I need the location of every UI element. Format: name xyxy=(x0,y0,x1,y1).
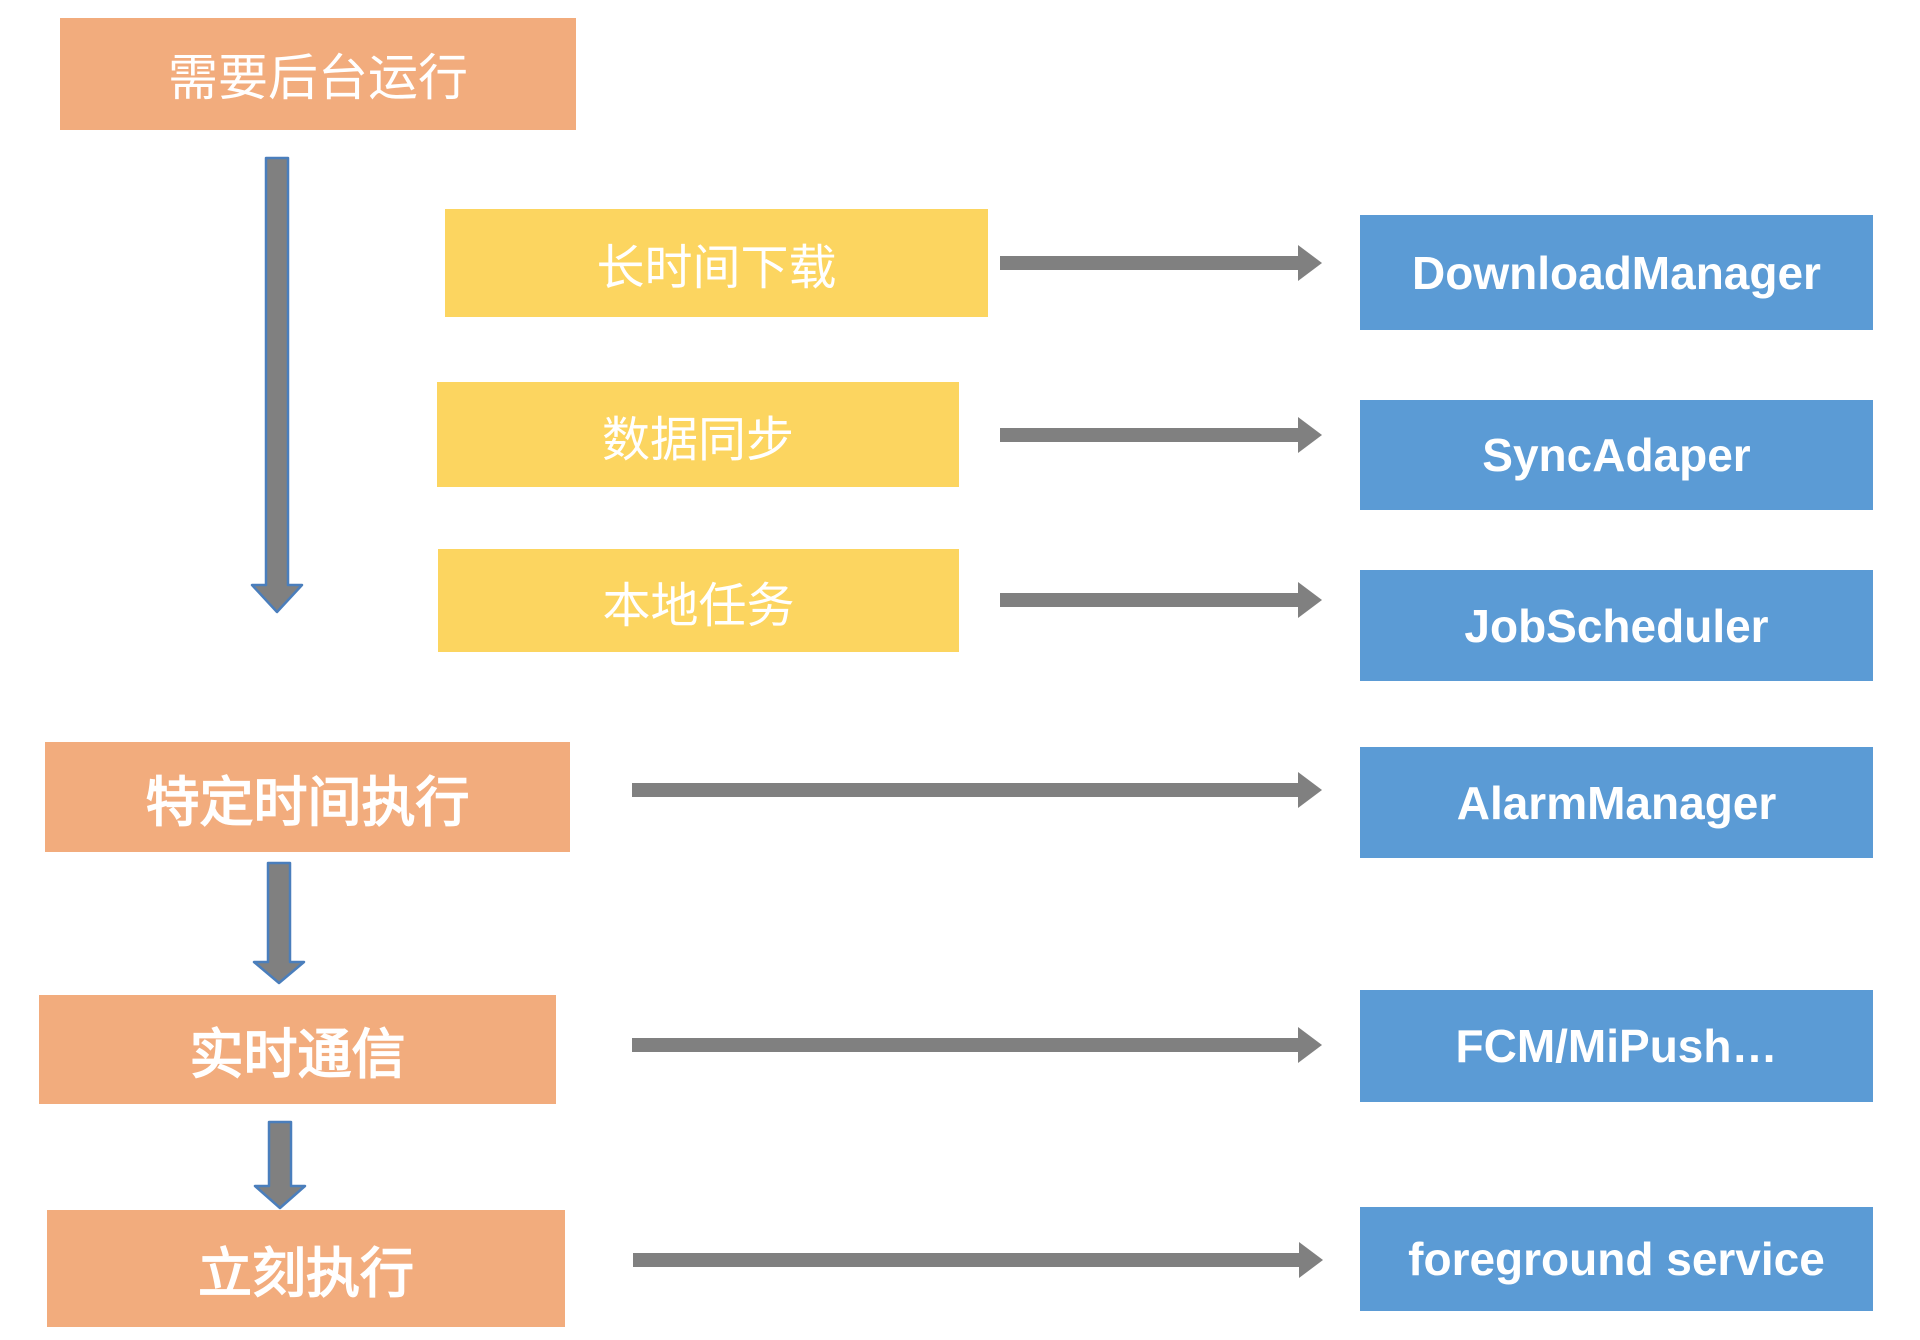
right-arrow-icon xyxy=(1000,245,1322,281)
node-data-sync: 数据同步 xyxy=(437,382,959,487)
node-foreground-service: foreground service xyxy=(1360,1207,1873,1311)
node-label: 特定时间执行 xyxy=(145,772,470,833)
node-scheduled-time: 特定时间执行 xyxy=(45,742,570,852)
node-label: 实时通信 xyxy=(189,1025,406,1085)
down-arrow-icon xyxy=(253,1120,307,1210)
node-download-manager: DownloadManager xyxy=(1360,215,1873,330)
node-local-task: 本地任务 xyxy=(438,549,959,652)
node-label: 数据同步 xyxy=(601,413,794,467)
node-label: DownloadManager xyxy=(1412,246,1821,299)
node-need-background: 需要后台运行 xyxy=(60,18,576,130)
down-arrow-icon xyxy=(250,156,304,614)
down-arrow-icon xyxy=(252,861,306,985)
node-label: 长时间下载 xyxy=(596,242,837,295)
node-label: 立刻执行 xyxy=(198,1244,414,1304)
node-alarm-manager: AlarmManager xyxy=(1360,747,1873,858)
node-realtime-communication: 实时通信 xyxy=(39,995,556,1104)
node-label: SyncAdaper xyxy=(1482,429,1751,481)
right-arrow-icon xyxy=(1000,417,1322,453)
node-label: JobScheduler xyxy=(1464,599,1769,652)
right-arrow-icon xyxy=(1000,582,1322,618)
node-label: 需要后台运行 xyxy=(168,50,468,106)
node-label: 本地任务 xyxy=(602,579,795,633)
right-arrow-icon xyxy=(632,1027,1322,1063)
node-job-scheduler: JobScheduler xyxy=(1360,570,1873,681)
node-immediate-execution: 立刻执行 xyxy=(47,1210,565,1327)
node-long-download: 长时间下载 xyxy=(445,209,988,317)
right-arrow-icon xyxy=(632,772,1322,808)
node-push-services: FCM/MiPush… xyxy=(1360,990,1873,1102)
node-label: FCM/MiPush… xyxy=(1455,1020,1778,1072)
node-label: AlarmManager xyxy=(1456,776,1777,829)
right-arrow-icon xyxy=(633,1242,1323,1278)
node-sync-adapter: SyncAdaper xyxy=(1360,400,1873,510)
node-label: foreground service xyxy=(1408,1233,1825,1285)
